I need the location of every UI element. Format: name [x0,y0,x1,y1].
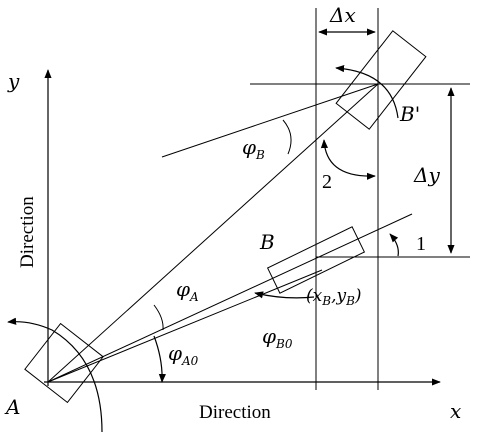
point-B-label: B [259,230,275,254]
ray-A-heading [47,269,323,383]
marker-1: 1 [416,233,426,255]
ray-A-through-B [47,213,413,383]
y-direction-label: Direction [17,196,38,268]
marker-2: 2 [322,171,332,193]
vehicle-A [24,322,104,404]
vehicle-B [266,226,366,294]
arc-1 [389,233,399,257]
phi-B0-label: φB0 [262,324,293,351]
x-axis-label: x [450,399,461,423]
delta-x-label: Δx [329,3,356,27]
axes [44,69,441,386]
y-axis-label: y [7,69,20,93]
phi-A0-label: φA0 [168,341,199,368]
phi-B-label: φB [242,135,265,162]
arc-phi-A0 [153,335,166,383]
arc-phi-A [153,304,164,331]
rotation-arrow-B-prime [335,64,399,119]
rotation-arrow-A [7,317,103,433]
ray-B-prime-heading [161,83,379,158]
phi-A-label: φA [176,277,199,304]
vehicle-B-prime [335,30,427,130]
ray-A-to-B-prime [47,83,379,383]
arc-phi-B [282,119,292,155]
delta-y-label: Δy [413,163,440,187]
arc-2 [320,139,376,180]
x-direction-label: Direction [199,402,271,423]
point-B-coordinate: (xB,yB) [306,286,362,308]
point-A-label: A [4,395,20,419]
arc-phi-B0 [254,291,315,299]
point-B-prime-label: B' [399,102,420,126]
